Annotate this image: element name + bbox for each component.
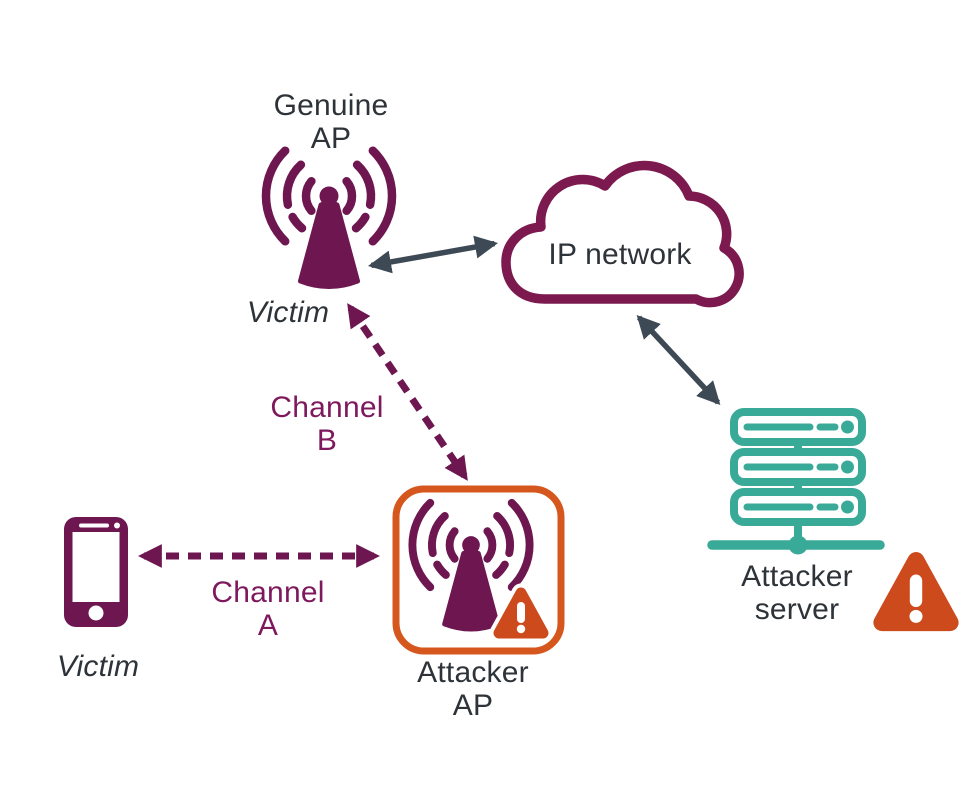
ip-network-label: IP network (548, 238, 692, 271)
victim-label-top: Victim (246, 296, 330, 329)
genuine-ap-label: Genuine AP (273, 89, 389, 155)
link-channel-b (347, 303, 468, 481)
link-genuine-ap-to-network (367, 235, 499, 274)
cloud-icon (501, 160, 744, 308)
victim-label-bottom: Victim (56, 650, 140, 683)
link-network-to-attacker-server (636, 314, 721, 406)
smartphone-icon (64, 517, 128, 627)
attacker-server-label: Attacker server (741, 560, 853, 626)
channel-a-label: Channel A (211, 576, 325, 642)
warning-triangle-icon (882, 561, 950, 623)
attacker-ap-label: Attacker AP (417, 656, 529, 722)
server-rack-icon (707, 408, 885, 555)
channel-b-label: Channel B (270, 391, 384, 457)
